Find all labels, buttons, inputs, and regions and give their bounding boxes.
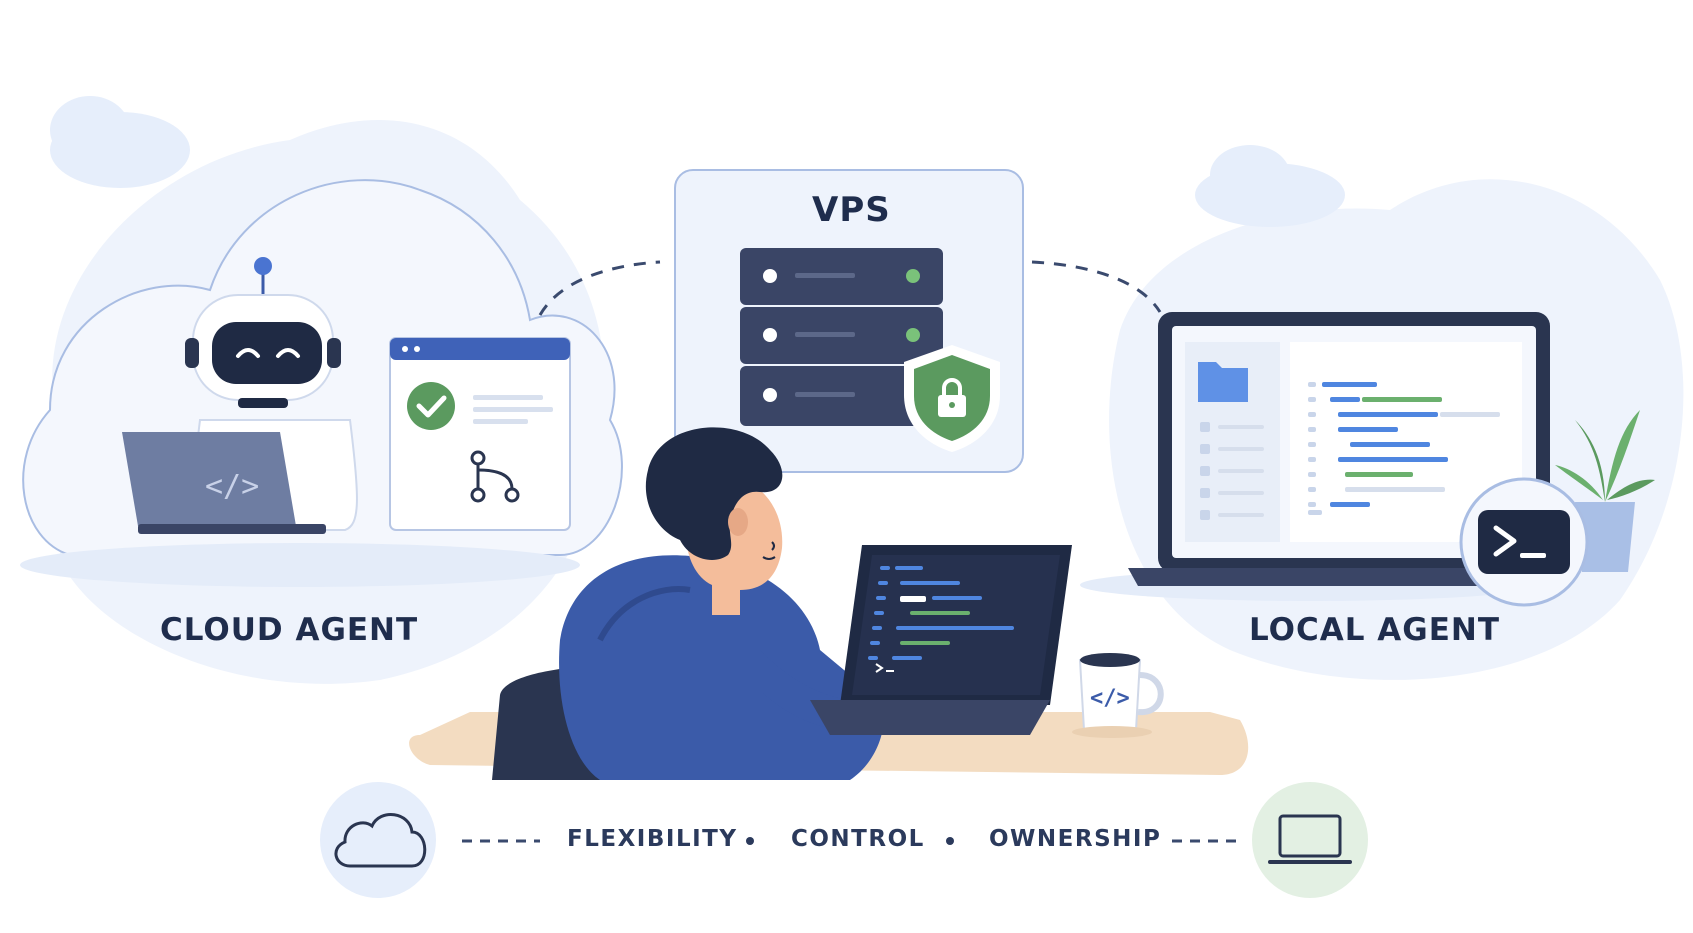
svg-text:</>: </> — [205, 469, 259, 504]
svg-text:</>: </> — [1090, 686, 1130, 711]
connector-cloud-vps — [538, 260, 661, 316]
folder-icon — [1198, 362, 1248, 402]
cloud-code-window — [389, 337, 571, 531]
shield-lock-icon — [904, 345, 1000, 452]
server-icon — [740, 248, 943, 426]
check-circle-icon — [407, 382, 455, 430]
local-agent-group — [1080, 312, 1655, 607]
code-mug-icon: </> — [1072, 653, 1164, 738]
developer-laptop — [810, 545, 1072, 735]
cloud-laptop: </> — [122, 432, 326, 534]
vps-title: VPS — [812, 190, 891, 230]
terminal-icon — [1459, 477, 1589, 607]
cloud-agent-group: </> — [20, 179, 623, 587]
keyword-ownership: OWNERSHIP — [989, 826, 1162, 852]
plant-icon — [1555, 410, 1655, 572]
laptop-icon — [1268, 814, 1352, 864]
cloud-agent-label: CLOUD AGENT — [160, 612, 419, 648]
bottom-band — [320, 782, 1368, 898]
keyword-control: CONTROL — [791, 826, 925, 852]
keyword-flexibility: FLEXIBILITY — [567, 826, 738, 852]
vps-panel — [674, 169, 1024, 473]
local-agent-label: LOCAL AGENT — [1249, 612, 1500, 648]
cloud-icon — [334, 813, 427, 868]
git-branch-icon — [470, 450, 520, 503]
developer-scene: </> — [409, 427, 1249, 780]
